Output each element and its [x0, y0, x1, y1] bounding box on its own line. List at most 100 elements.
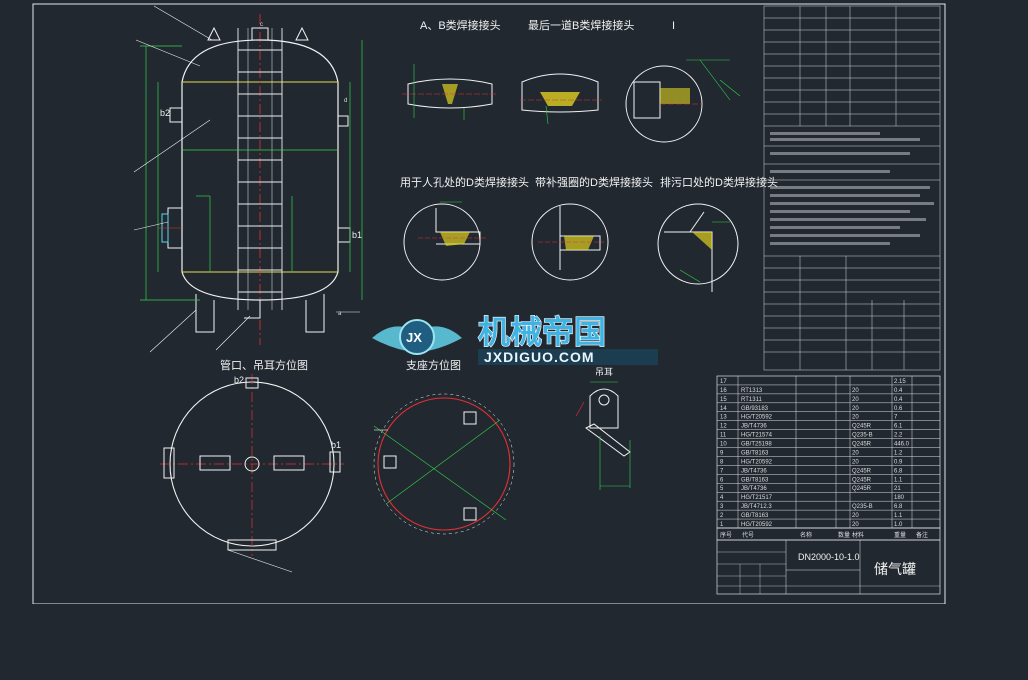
cell-material: 20	[852, 522, 859, 528]
cell-no: 10	[720, 442, 727, 448]
cell-code: HG/T20592	[741, 522, 773, 528]
cell-no: 1	[720, 522, 724, 528]
watermark-brand-en: JXDIGUO.COM	[484, 349, 595, 365]
cell-no: 2	[720, 513, 724, 519]
vessel-elevation-view: c b2 b1 d a	[133, 5, 363, 353]
cell-no: 13	[720, 415, 727, 421]
nozzle-d	[337, 115, 349, 127]
ladder	[237, 28, 283, 310]
cell-material: Q245R	[852, 468, 872, 474]
title-detail-i: I	[672, 20, 675, 32]
cell-no: 7	[720, 468, 724, 474]
cell-code: RT1311	[741, 397, 762, 403]
title-nozzle-layout: 管口、吊耳方位图	[220, 358, 308, 372]
cell-no: 9	[720, 450, 724, 456]
cell-no: 3	[720, 504, 724, 510]
cell-material: 20	[852, 397, 859, 403]
weld-detail-manhole-d	[403, 201, 486, 281]
dimension-lines	[140, 40, 363, 301]
title-block: DN2000-10-1.0 储气罐	[716, 539, 941, 595]
watermark-emblem-text: JX	[406, 330, 422, 345]
cell-no: 14	[720, 406, 727, 412]
cell-code: JB/T4736	[741, 486, 767, 492]
cell-code: GB/T8163	[741, 450, 769, 456]
header-material: 材料	[852, 531, 864, 539]
cell-material: 20	[852, 450, 859, 456]
cell-code: HG/T21574	[741, 433, 773, 439]
cell-code: JB/T4736	[741, 468, 767, 474]
parts-list-row: 13 HG/T20592 20 7	[720, 415, 898, 421]
cell-no: 15	[720, 397, 727, 403]
label-orient-b2: b2	[234, 375, 244, 385]
lifting-lug-detail	[575, 381, 631, 490]
drain-pipe	[244, 300, 261, 319]
title-weld-ab: A、B类焊接接头	[420, 18, 501, 32]
cell-material: Q245R	[852, 477, 872, 483]
cell-weight: 7	[894, 415, 898, 421]
cell-no: 11	[720, 433, 727, 439]
cell-material: 20	[852, 459, 859, 465]
cell-material: 20	[852, 513, 859, 519]
cell-weight: 2.15	[894, 379, 906, 385]
cell-no: 8	[720, 459, 724, 465]
lifting-lugs	[207, 26, 309, 41]
label-nozzle-a: a	[338, 311, 342, 317]
watermark-logo: JX 机械帝国 JXDIGUO.COM	[372, 313, 658, 365]
drawing-number: DN2000-10-1.0	[798, 552, 860, 562]
title-weld-manhole-d: 用于人孔处的D类焊接接头	[400, 175, 529, 189]
technical-specification-table	[763, 5, 941, 371]
cell-weight: 1.0	[894, 522, 903, 528]
title-weld-reinforce-d: 带补强圈的D类焊接接头	[535, 175, 653, 189]
cell-material: 20	[852, 406, 859, 412]
weld-detail-drain-d	[657, 203, 739, 292]
drawing-name: 储气罐	[874, 561, 916, 577]
cell-no: 17	[720, 379, 727, 385]
cell-code: HG/T20592	[741, 459, 773, 465]
title-weld-drain-d: 排污口处的D类焊接接头	[660, 175, 778, 189]
title-support-layout: 支座方位图	[406, 358, 461, 372]
cell-no: 4	[720, 495, 724, 501]
label-nozzle-d: d	[344, 98, 347, 104]
weld-detail-last-b	[520, 73, 602, 125]
header-weight: 重量	[894, 531, 906, 539]
header-remark: 备注	[916, 531, 928, 539]
cell-code: HG/T20592	[741, 415, 773, 421]
parts-list-row: 11 HG/T21574 Q235-B 2.2	[720, 433, 903, 439]
cell-material: 20	[852, 415, 859, 421]
weld-detail-ab	[402, 64, 498, 120]
cell-no: 12	[720, 424, 727, 430]
parts-list-row: 1 HG/T20592 20 1.0	[720, 522, 903, 528]
vessel-supports	[195, 294, 325, 333]
cell-weight: 2.2	[894, 433, 903, 439]
cell-weight: 6.8	[894, 504, 903, 510]
cell-material: Q235-B	[852, 433, 873, 439]
cell-weight: 6.1	[894, 424, 903, 430]
cell-weight: 0.4	[894, 388, 903, 394]
nozzle-b1	[337, 227, 351, 243]
model-space-area	[0, 604, 1028, 680]
watermark-brand-cn: 机械帝国	[478, 314, 606, 350]
nozzle-orientation-view: b2 b1	[160, 374, 344, 573]
label-nozzle-b1: b1	[352, 230, 362, 240]
parts-list-header: 序号 代号 名称 数量 材料 重量 备注	[716, 527, 941, 541]
label-orient-b1: b1	[331, 440, 341, 450]
cell-weight: 1.1	[894, 513, 903, 519]
cell-material: Q245R	[852, 442, 872, 448]
cell-weight: 21	[894, 486, 901, 492]
cell-code: RT1313	[741, 388, 763, 394]
cell-material: 20	[852, 388, 859, 394]
cell-material: Q245R	[852, 424, 872, 430]
title-weld-last-b: 最后一道B类焊接接头	[528, 18, 634, 32]
header-no: 序号	[720, 531, 732, 539]
cell-code: HG/T21517	[741, 495, 773, 501]
header-name: 名称	[800, 531, 812, 539]
